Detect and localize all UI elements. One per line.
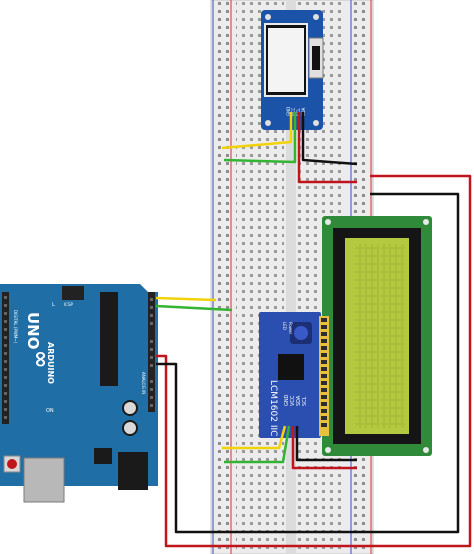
wire-oled-gnd	[301, 112, 358, 166]
lcd-pin-scl: SCL	[302, 396, 308, 406]
arduino-power-jack[interactable]	[118, 452, 148, 490]
lcd-display	[322, 216, 432, 456]
arduino-power-header	[148, 292, 155, 412]
breadboard-center-channel	[286, 0, 296, 554]
arduino-label-l: L	[52, 302, 55, 308]
wire-arduino-gnd	[156, 192, 460, 534]
wire-lcd-vcc	[291, 426, 357, 470]
oled-pin-scl: SCL	[296, 108, 301, 116]
lcd-pin-gnd: GND	[284, 394, 290, 406]
arduino-label-on: ON	[46, 408, 54, 414]
arduino-analog-label: ANALOG IN	[141, 372, 146, 394]
arduino-icsp-header	[62, 286, 84, 300]
arduino-voltage-regulator	[94, 448, 112, 464]
arduino-uno: L ON ICSP UNO ∞ ARDUINO DIGITAL (PWM~) A…	[0, 284, 158, 503]
wire-lcd-sda	[224, 425, 291, 464]
arduino-logo-icon: ∞	[28, 350, 53, 368]
wire-arduino-scl	[155, 296, 217, 302]
wires	[155, 112, 472, 548]
lcd-pin-sda: SDA	[296, 395, 302, 406]
breadboard-rail-left	[214, 0, 230, 554]
oled-pin-sda: SDA	[301, 107, 306, 116]
wire-lcd-gnd	[295, 426, 357, 462]
wire-oled-sda	[223, 112, 297, 164]
arduino-icsp-label: ICSP	[64, 302, 74, 307]
wire-arduino-sda	[155, 304, 233, 312]
lcd-i2c-module: LCM1602 IIC LED Power GND VCC SDA SCL	[259, 312, 329, 438]
oled-module: GND VCC SCL SDA	[261, 10, 324, 130]
arduino-mcu-chip	[100, 292, 118, 386]
arduino-digital-label: DIGITAL (PWM~)	[13, 310, 18, 344]
wire-oled-scl	[221, 112, 293, 150]
lcd-power-label: Power	[288, 322, 293, 334]
arduino-model-label: UNO	[24, 312, 42, 350]
i2c-chip	[278, 354, 304, 380]
wire-arduino-5v	[156, 174, 472, 548]
wire-oled-vcc	[297, 112, 357, 184]
oled-pin-gnd: GND	[286, 107, 291, 116]
oled-pin-labels: GND VCC SCL SDA	[286, 107, 306, 116]
arduino-brand-label: ARDUINO	[46, 342, 55, 384]
wire-lcd-scl	[222, 425, 287, 450]
lcd-led-label: LED	[282, 322, 287, 330]
lcd-module-name: LCM1602 IIC	[268, 380, 278, 436]
arduino-digital-header	[2, 292, 9, 424]
arduino-usb-port[interactable]	[23, 457, 65, 503]
oled-pin-vcc: VCC	[291, 107, 296, 116]
lcd-pin-vcc: VCC	[290, 395, 296, 406]
